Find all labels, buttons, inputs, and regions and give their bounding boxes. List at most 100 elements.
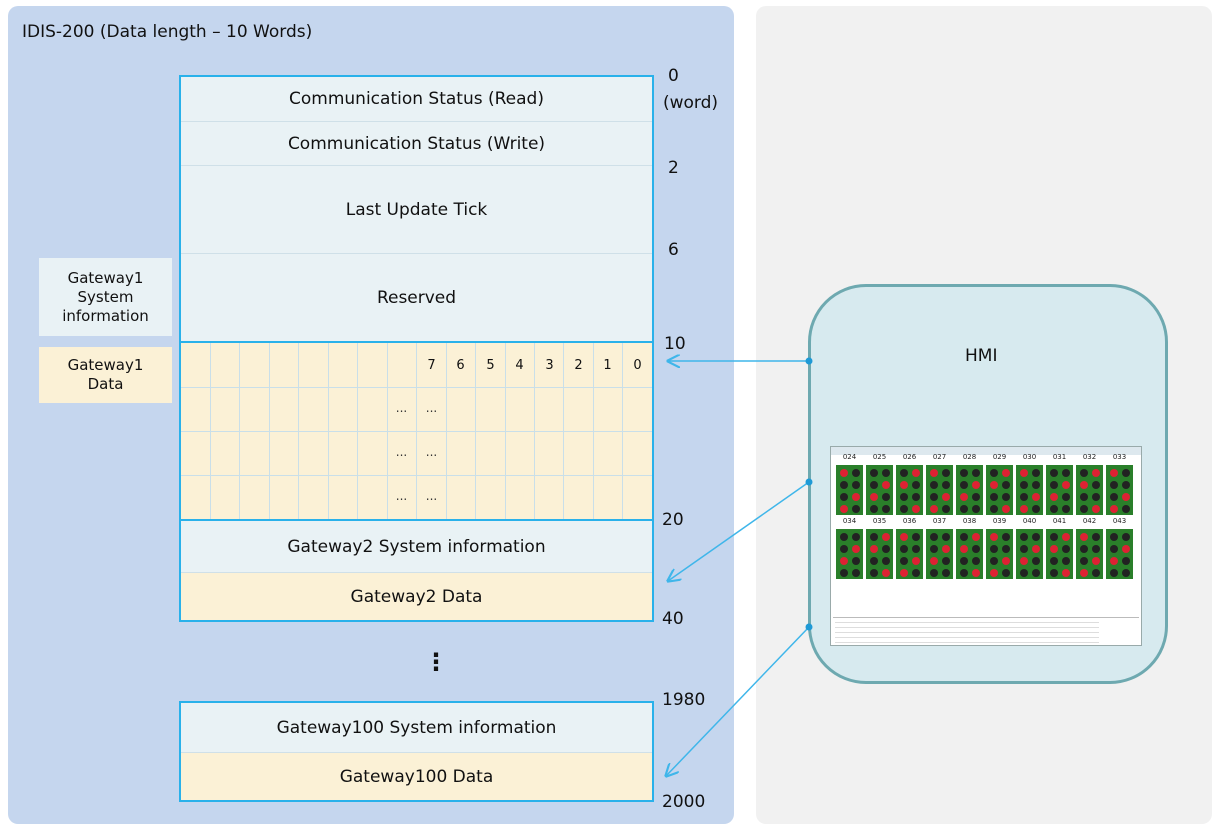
hmi-indicator-light (990, 469, 998, 477)
address-2: 2 (668, 158, 679, 178)
hmi-indicator-light (900, 481, 908, 489)
row-last-update-tick: Last Update Tick (181, 165, 652, 253)
hmi-cell-label: 032 (1082, 453, 1097, 461)
hmi-indicator-light (1050, 533, 1058, 541)
row-gateway100-data: Gateway100 Data (181, 752, 652, 800)
hmi-indicator-light (912, 545, 920, 553)
ellipsis: ... (425, 401, 438, 415)
hmi-indicator-light (930, 505, 938, 513)
hmi-indicator-light (1020, 569, 1028, 577)
gateway1-system-information-label: Gateway1 System information (39, 258, 172, 336)
hmi-indicator-light (852, 469, 860, 477)
hmi-label: HMI (965, 346, 998, 366)
hmi-indicator-light (1002, 469, 1010, 477)
hmi-cell-label: 037 (932, 517, 947, 525)
hmi-indicator-light (1002, 557, 1010, 565)
bit-label-0: 0 (633, 358, 642, 373)
row-communication-status-write: Communication Status (Write) (181, 121, 652, 165)
hmi-indicator-light (1050, 569, 1058, 577)
hmi-indicator-light (990, 505, 998, 513)
hmi-indicator-light (960, 493, 968, 501)
hmi-indicator-light (882, 569, 890, 577)
hmi-indicator-light (870, 481, 878, 489)
hmi-cell-label: 030 (1022, 453, 1037, 461)
hmi-cell-label: 029 (992, 453, 1007, 461)
hmi-indicator-light (1092, 505, 1100, 513)
hmi-indicator-light (942, 505, 950, 513)
hmi-indicator-light (1122, 533, 1130, 541)
hmi-indicator-light (930, 493, 938, 501)
hmi-indicator-light (852, 505, 860, 513)
hmi-indicator-light (882, 493, 890, 501)
hmi-indicator-light (990, 533, 998, 541)
hmi-indicator-light (960, 569, 968, 577)
hmi-indicator-light (1122, 493, 1130, 501)
hmi-indicator-light (960, 545, 968, 553)
hmi-indicator-light (1062, 469, 1070, 477)
hmi-cell-label: 026 (902, 453, 917, 461)
row-reserved: Reserved (181, 253, 652, 341)
hmi-indicator-light (1020, 557, 1028, 565)
hmi-indicator-light (852, 569, 860, 577)
hmi-indicator-light (1122, 481, 1130, 489)
hmi-indicator-light (1092, 493, 1100, 501)
hmi-indicator-light (930, 481, 938, 489)
hmi-indicator-light (882, 505, 890, 513)
hmi-indicator-light (1080, 469, 1088, 477)
hmi-indicator-light (1110, 533, 1118, 541)
hmi-cell-label: 043 (1112, 517, 1127, 525)
hmi-indicator-light (1050, 505, 1058, 513)
gateway1-block: Communication Status (Read) Communicatio… (179, 75, 654, 522)
hmi-cell-label: 034 (842, 517, 857, 525)
hmi-indicator-light (960, 505, 968, 513)
hmi-indicator-light (1002, 569, 1010, 577)
hmi-indicator-light (1062, 481, 1070, 489)
hmi-indicator-light (990, 569, 998, 577)
hmi-indicator-light (1032, 469, 1040, 477)
bit-label-5: 5 (486, 358, 495, 373)
hmi-indicator-light (1032, 493, 1040, 501)
gateway2-block: Gateway2 System information Gateway2 Dat… (179, 519, 654, 622)
hmi-indicator-light (960, 469, 968, 477)
hmi-indicator-light (840, 493, 848, 501)
hmi-indicator-light (1020, 469, 1028, 477)
address-0: 0 (668, 66, 679, 86)
hmi-indicator-light (942, 557, 950, 565)
hmi-indicator-light (870, 493, 878, 501)
hmi-cell-label: 042 (1082, 517, 1097, 525)
hmi-indicator-light (990, 557, 998, 565)
hmi-indicator-light (852, 533, 860, 541)
hmi-cell-label: 027 (932, 453, 947, 461)
hmi-indicator-light (870, 569, 878, 577)
hmi-indicator-light (1062, 505, 1070, 513)
row-gateway2-system-information: Gateway2 System information (181, 521, 652, 572)
hmi-cell-label: 033 (1112, 453, 1127, 461)
hmi-indicator-light (870, 557, 878, 565)
hmi-indicator-light (1092, 533, 1100, 541)
arrow-hmi-to-gateway1-data (668, 358, 813, 365)
hmi-indicator-light (1062, 557, 1070, 565)
gateway1-data-grid: 7 6 5 4 3 2 1 0 ... ... ... ... ... ... (181, 341, 652, 520)
bit-label-7: 7 (427, 358, 436, 373)
hmi-indicator-light (852, 481, 860, 489)
hmi-cell-label: 041 (1052, 517, 1067, 525)
hmi-indicator-light (1062, 533, 1070, 541)
hmi-indicator-light (1032, 557, 1040, 565)
bit-label-6: 6 (456, 358, 465, 373)
hmi-cell-label: 024 (842, 453, 857, 461)
hmi-indicator-light (942, 481, 950, 489)
hmi-indicator-light (900, 533, 908, 541)
hmi-indicator-light (840, 505, 848, 513)
hmi-indicator-light (930, 569, 938, 577)
hmi-indicator-light (1032, 481, 1040, 489)
bit-label-1: 1 (603, 358, 612, 373)
hmi-indicator-light (912, 493, 920, 501)
hmi-indicator-light (912, 505, 920, 513)
hmi-indicator-light (840, 469, 848, 477)
hmi-screenshot: 024 025 026 027 028 029 030 031 032 033 … (830, 446, 1142, 646)
hmi-indicator-light (930, 469, 938, 477)
hmi-indicator-light (960, 481, 968, 489)
hmi-indicator-light (900, 557, 908, 565)
hmi-indicator-light (972, 557, 980, 565)
